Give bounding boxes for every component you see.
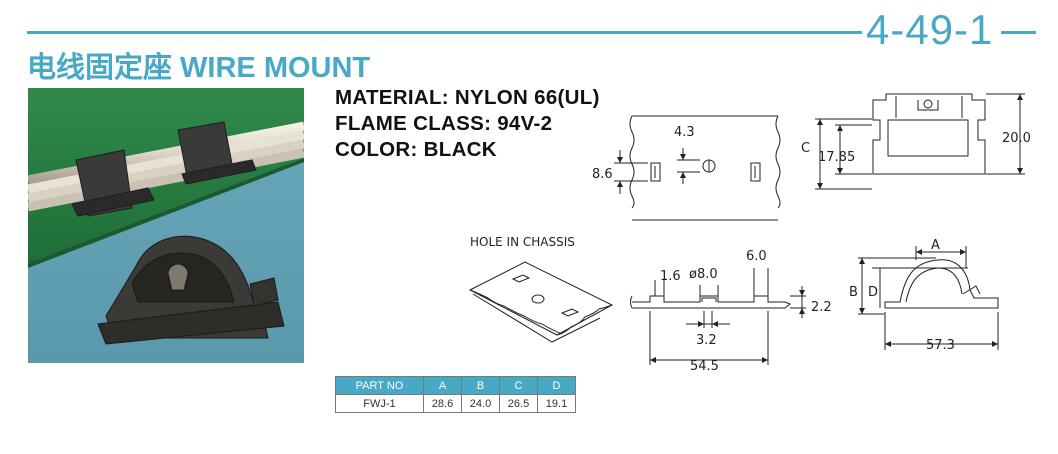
table-header-row: PART NO A B C D — [335, 376, 576, 395]
end-view-drawing — [815, 93, 1025, 190]
hole-in-chassis-label: HOLE IN CHASSIS — [470, 235, 575, 249]
dim-8-6: 8.6 — [592, 167, 613, 182]
header-rule-left — [27, 31, 862, 34]
dim-3-2: 3.2 — [696, 333, 717, 348]
dim-6-0: 6.0 — [746, 249, 767, 264]
col-header-d: D — [537, 376, 576, 395]
dim-c: C — [801, 141, 810, 156]
header-rule-right — [1001, 31, 1036, 34]
spec-color: COLOR: BLACK — [335, 138, 497, 161]
dim-d: D — [868, 285, 878, 300]
chassis-hole-sketch — [468, 261, 614, 343]
col-header-part-no: PART NO — [335, 376, 424, 395]
side-section-drawing — [630, 268, 806, 365]
dim-1-6: 1.6 — [660, 269, 681, 284]
dim-a: A — [931, 238, 940, 253]
dim-dia-8-0: ø8.0 — [689, 267, 718, 282]
page-title: 电线固定座 WIRE MOUNT — [27, 52, 371, 84]
dim-17-85: 17.85 — [818, 150, 855, 165]
dim-2-2: 2.2 — [811, 300, 832, 315]
profile-view-drawing — [858, 246, 999, 350]
table-row: FWJ-1 28.6 24.0 26.5 19.1 — [335, 394, 576, 413]
cell-d: 19.1 — [537, 394, 576, 413]
dim-54-5: 54.5 — [690, 359, 719, 374]
spec-material: MATERIAL: NYLON 66(UL) — [335, 86, 600, 109]
cell-a: 28.6 — [423, 394, 462, 413]
dim-4-3: 4.3 — [674, 125, 695, 140]
page-code: 4-49-1 — [866, 6, 994, 53]
dim-b: B — [849, 285, 858, 300]
dim-20-0: 20.0 — [1002, 131, 1031, 146]
col-header-b: B — [461, 376, 500, 395]
col-header-a: A — [423, 376, 462, 395]
spec-flame-class: FLAME CLASS: 94V-2 — [335, 112, 553, 135]
cell-c: 26.5 — [499, 394, 538, 413]
col-header-c: C — [499, 376, 538, 395]
cell-b: 24.0 — [461, 394, 500, 413]
top-view-drawing — [614, 115, 781, 221]
product-photo — [28, 88, 304, 363]
dim-57-3: 57.3 — [926, 338, 955, 353]
cell-part-no: FWJ-1 — [335, 394, 424, 413]
parts-table: PART NO A B C D FWJ-1 28.6 24.0 26.5 19.… — [335, 376, 576, 413]
